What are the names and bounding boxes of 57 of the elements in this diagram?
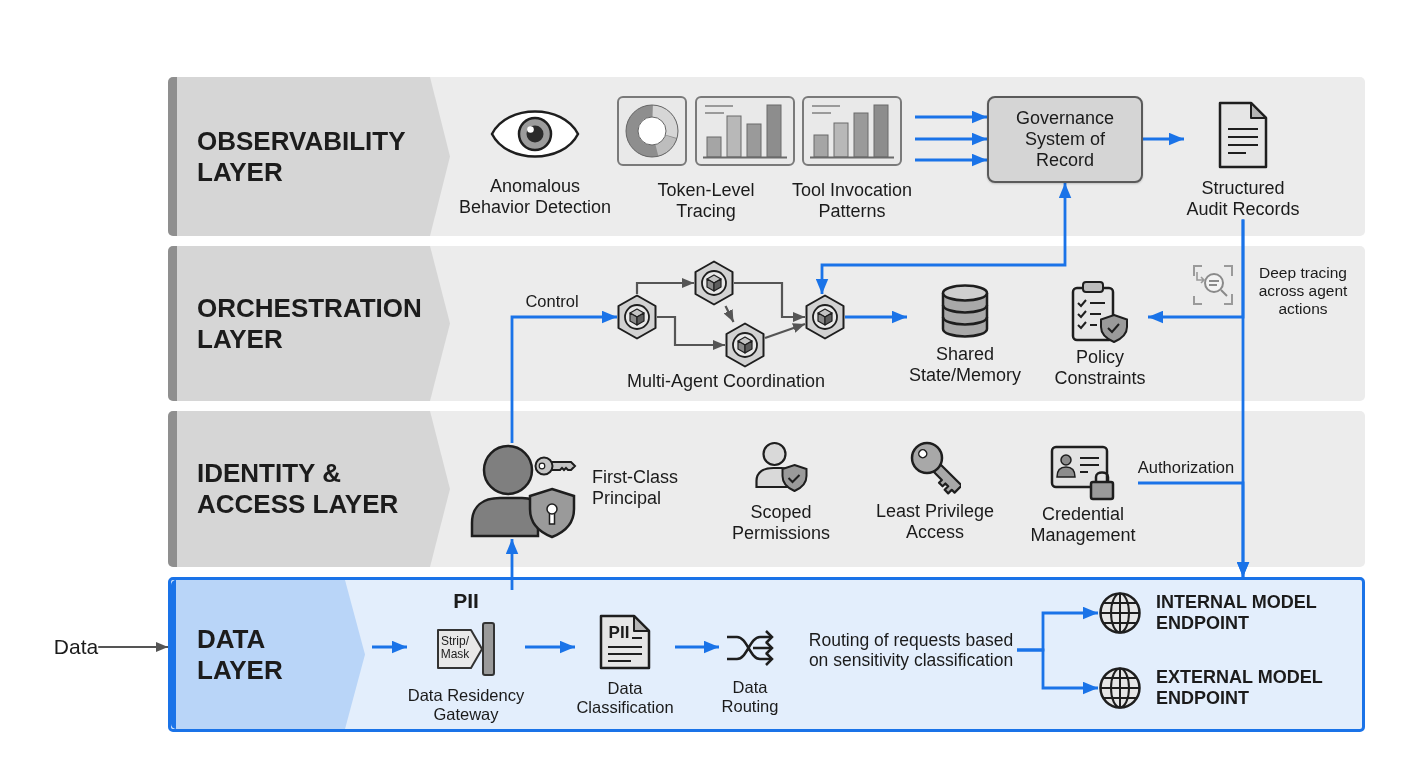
endpoint-label: INTERNAL MODEL ENDPOINT — [1156, 592, 1318, 634]
arrow — [815, 183, 1072, 294]
endpoint-label: EXTERNAL MODEL ENDPOINT — [1156, 667, 1324, 709]
arrow — [1138, 481, 1250, 577]
icon-text: Strip/ Mask — [439, 635, 471, 662]
item-caption: First-Class Principal — [592, 467, 679, 509]
note-label: Deep tracing across agent actions — [1257, 264, 1349, 318]
layer-band — [168, 77, 1365, 236]
arrow — [657, 315, 725, 350]
item-caption: Shared State/Memory — [907, 344, 1022, 386]
item-caption: Data Residency Gateway — [407, 686, 525, 724]
layer-title: DATA LAYER — [197, 623, 284, 686]
layer-title: ORCHESTRATION LAYER — [197, 292, 423, 355]
arrow — [98, 642, 168, 652]
arrow — [525, 640, 575, 654]
note-label: Multi-Agent Coordination — [626, 370, 826, 392]
process-text: Governance System of Record — [1014, 108, 1116, 171]
process-box — [987, 96, 1143, 183]
arrow — [635, 278, 694, 294]
agent-hexagon-icon — [694, 260, 734, 306]
layer-band — [168, 411, 1365, 567]
item-caption: Policy Constraints — [1053, 347, 1147, 389]
arrow — [505, 539, 519, 590]
flow-text: Routing of requests based on sensitivity classification — [805, 629, 1017, 671]
item-caption: Anomalous Behavior Detection — [457, 176, 613, 218]
item-heading: PII — [453, 590, 479, 613]
arrow — [845, 310, 907, 324]
arrow — [764, 322, 806, 340]
edge-label: Authorization — [1137, 457, 1235, 477]
arrow — [915, 153, 987, 167]
arrow — [734, 281, 805, 322]
arrow — [915, 132, 987, 146]
layer-title: IDENTITY & ACCESS LAYER — [197, 457, 400, 521]
agent-hexagon-icon — [725, 322, 765, 368]
arrow — [675, 640, 719, 654]
arrow — [510, 310, 617, 443]
item-caption: Token-Level Tracing — [656, 180, 756, 222]
agent-hexagon-icon — [617, 294, 657, 340]
layer-title: OBSERVABILITY LAYER — [197, 125, 407, 188]
arrow — [372, 640, 407, 654]
agent-hexagon-icon — [805, 294, 845, 340]
item-caption: Scoped Permissions — [731, 502, 831, 544]
arrow — [1143, 132, 1184, 146]
layer-band — [168, 246, 1365, 401]
item-caption: Credential Management — [1029, 504, 1137, 546]
item-caption: Data Routing — [720, 678, 780, 716]
item-caption: Structured Audit Records — [1185, 178, 1301, 220]
item-caption: Least Privilege Access — [874, 501, 996, 543]
item-caption: Tool Invocation Patterns — [790, 180, 914, 222]
source-label: Data — [53, 634, 99, 660]
item-caption: Data Classification — [575, 679, 675, 717]
arrow — [723, 305, 735, 323]
layer-band — [168, 577, 1365, 732]
edge-label: Control — [525, 291, 579, 311]
arrow — [1017, 648, 1098, 695]
arrow — [915, 110, 987, 124]
icon-text: PII — [607, 624, 631, 643]
